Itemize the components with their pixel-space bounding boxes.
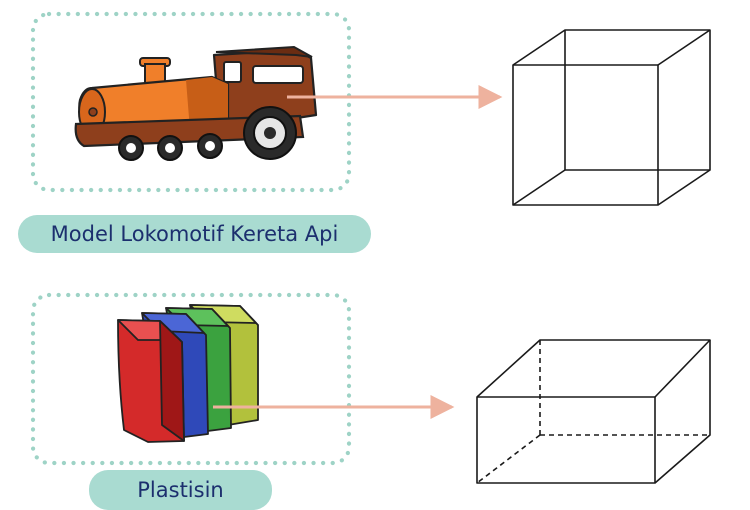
label-plasticine: Plastisin — [89, 470, 272, 510]
label-locomotive: Model Lokomotif Kereta Api — [18, 215, 371, 253]
dotted-frame-plasticine — [30, 292, 352, 466]
dotted-frame-train — [30, 11, 352, 193]
cube-shape — [512, 29, 711, 206]
toy-train-image — [74, 45, 318, 161]
plasticine-image — [117, 304, 259, 443]
rectangular-prism-shape — [476, 339, 711, 484]
